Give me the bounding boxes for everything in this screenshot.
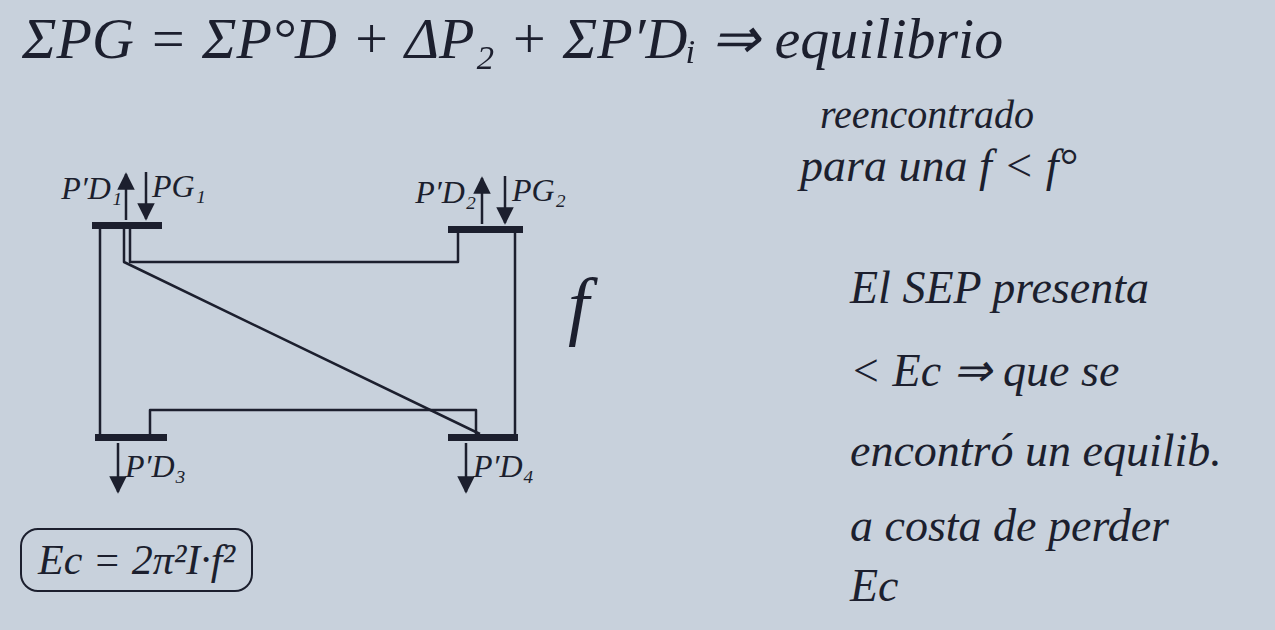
note-text: reencontrado [820,92,1034,138]
equation: ΣPG = ΣP°D + ΔP₂ + ΣP′Dᵢ ⇒ equilibrio [22,6,1003,73]
note-text: El SEP presenta [850,262,1149,315]
note-text: encontró un equilib. [850,425,1222,478]
power-label: PG₁ [152,168,206,205]
load-arrow [465,443,468,492]
transmission-line [150,410,476,434]
formula-text: Ec = 2π²I·f² [38,536,235,584]
generation-arrow [504,176,507,223]
power-label: P′D₃ [125,448,186,485]
power-label: P′D₄ [473,448,534,485]
note-text: para una f < f° [800,140,1077,193]
busbar: P′D₄ [448,434,518,441]
busbar: P′D₂PG₂ [448,226,523,233]
transmission-line [124,229,480,434]
note-text: Ec [850,560,899,613]
load-arrow [481,178,484,224]
load-arrow [125,174,128,220]
power-label: P′D₂ [415,174,476,211]
busbar: P′D₁PG₁ [92,222,162,229]
formula-box: Ec = 2π²I·f² [20,528,253,592]
note-text: a costa de perder [850,500,1169,553]
frequency-symbol: f [568,262,589,349]
busbar: P′D₃ [95,434,167,441]
power-label: PG₂ [512,172,566,209]
note-text: < Ec ⇒ que se [850,345,1119,398]
generation-arrow [145,172,148,219]
transmission-line [99,229,102,434]
power-label: P′D₁ [61,170,122,207]
load-arrow [117,443,120,492]
transmission-line [514,233,517,434]
transmission-line [130,229,458,262]
